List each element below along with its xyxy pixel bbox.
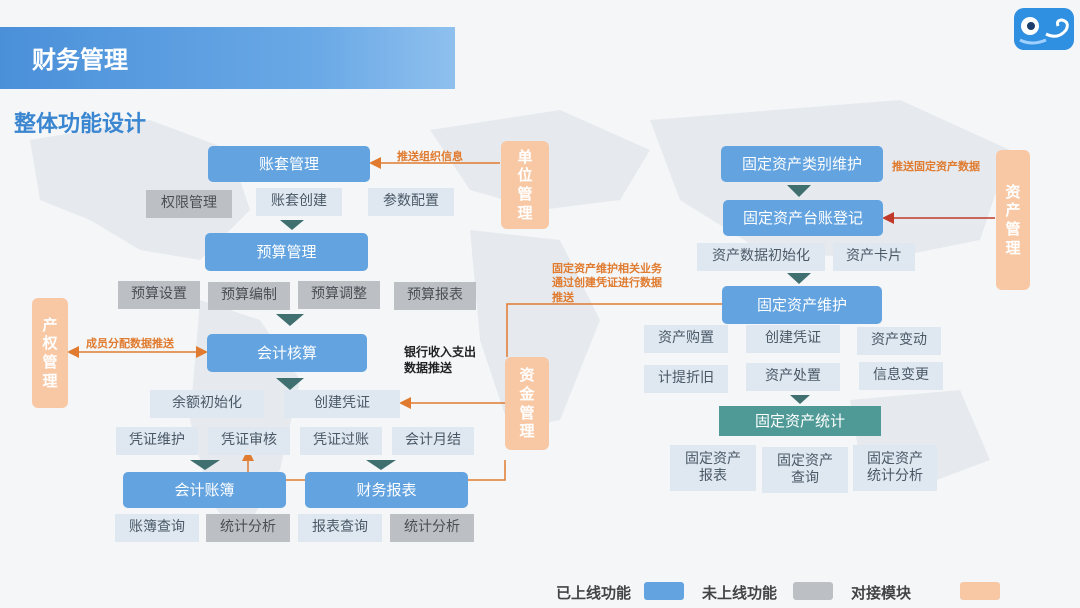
label-push-asset: 推送固定资产数据 bbox=[892, 160, 980, 173]
asset-stat-analysis[interactable]: 固定资产 统计分析 bbox=[853, 445, 937, 491]
book-query[interactable]: 账簿查询 bbox=[115, 514, 199, 542]
label-asset-voucher: 固定资产维护相关业务 通过创建凭证进行数据 推送 bbox=[552, 262, 662, 304]
asset-maintain[interactable]: 固定资产维护 bbox=[722, 286, 882, 324]
legend-offline-swatch bbox=[793, 582, 833, 600]
page-title: 财务管理 bbox=[32, 46, 128, 74]
asset-card[interactable]: 资产卡片 bbox=[833, 243, 915, 271]
chameleon-logo-icon bbox=[1014, 8, 1074, 50]
asset-category[interactable]: 固定资产类别维护 bbox=[721, 146, 883, 182]
parameter-config[interactable]: 参数配置 bbox=[368, 188, 454, 216]
budget-management[interactable]: 预算管理 bbox=[205, 233, 368, 271]
create-voucher-right[interactable]: 创建凭证 bbox=[746, 325, 840, 353]
info-change[interactable]: 信息变更 bbox=[859, 362, 943, 390]
asset-query[interactable]: 固定资产 查询 bbox=[762, 447, 848, 493]
ledger-creation[interactable]: 账套创建 bbox=[256, 188, 342, 216]
label-push-org: 推送组织信息 bbox=[397, 150, 463, 163]
unit-management-module[interactable]: 单 位 管 理 bbox=[501, 141, 549, 229]
property-rights-module[interactable]: 产 权 管 理 bbox=[32, 298, 68, 408]
legend-online-label: 已上线功能 bbox=[556, 584, 632, 602]
report-statistics[interactable]: 统计分析 bbox=[390, 514, 474, 542]
balance-init[interactable]: 余额初始化 bbox=[150, 390, 264, 418]
financial-statements[interactable]: 财务报表 bbox=[305, 472, 468, 508]
asset-disposal[interactable]: 资产处置 bbox=[746, 363, 840, 391]
asset-purchase[interactable]: 资产购置 bbox=[644, 325, 728, 353]
asset-change[interactable]: 资产变动 bbox=[857, 327, 941, 355]
book-statistics[interactable]: 统计分析 bbox=[206, 514, 290, 542]
header-bar bbox=[0, 27, 455, 89]
depreciation[interactable]: 计提折旧 bbox=[644, 365, 728, 393]
budget-setting[interactable]: 预算设置 bbox=[118, 281, 200, 309]
budget-compile[interactable]: 预算编制 bbox=[208, 282, 290, 310]
legend-online-swatch bbox=[644, 582, 684, 600]
permission-management[interactable]: 权限管理 bbox=[146, 190, 232, 218]
report-query[interactable]: 报表查询 bbox=[298, 514, 382, 542]
fund-management-module[interactable]: 资 金 管 理 bbox=[505, 357, 549, 450]
label-bank-push: 银行收入支出 数据推送 bbox=[404, 345, 477, 376]
budget-adjust[interactable]: 预算调整 bbox=[298, 281, 380, 309]
asset-data-init[interactable]: 资产数据初始化 bbox=[697, 243, 825, 271]
asset-statistics[interactable]: 固定资产统计 bbox=[719, 406, 881, 436]
voucher-post[interactable]: 凭证过账 bbox=[300, 427, 382, 455]
legend-dock-swatch bbox=[960, 582, 1000, 600]
accounting[interactable]: 会计核算 bbox=[207, 334, 367, 372]
ledger-management[interactable]: 账套管理 bbox=[208, 146, 370, 182]
accounting-books[interactable]: 会计账簿 bbox=[123, 472, 286, 508]
voucher-audit[interactable]: 凭证审核 bbox=[208, 427, 290, 455]
legend-offline-label: 未上线功能 bbox=[702, 584, 778, 602]
asset-report[interactable]: 固定资产 报表 bbox=[670, 445, 756, 491]
voucher-maintain[interactable]: 凭证维护 bbox=[116, 427, 198, 455]
month-close[interactable]: 会计月结 bbox=[392, 427, 474, 455]
legend-dock-label: 对接模块 bbox=[851, 584, 912, 602]
page-subtitle: 整体功能设计 bbox=[14, 112, 147, 137]
asset-ledger[interactable]: 固定资产台账登记 bbox=[723, 200, 883, 236]
create-voucher-left[interactable]: 创建凭证 bbox=[284, 390, 400, 418]
asset-management-module[interactable]: 资 产 管 理 bbox=[996, 150, 1030, 290]
budget-report[interactable]: 预算报表 bbox=[394, 282, 476, 310]
label-push-member: 成员分配数据推送 bbox=[86, 337, 174, 350]
